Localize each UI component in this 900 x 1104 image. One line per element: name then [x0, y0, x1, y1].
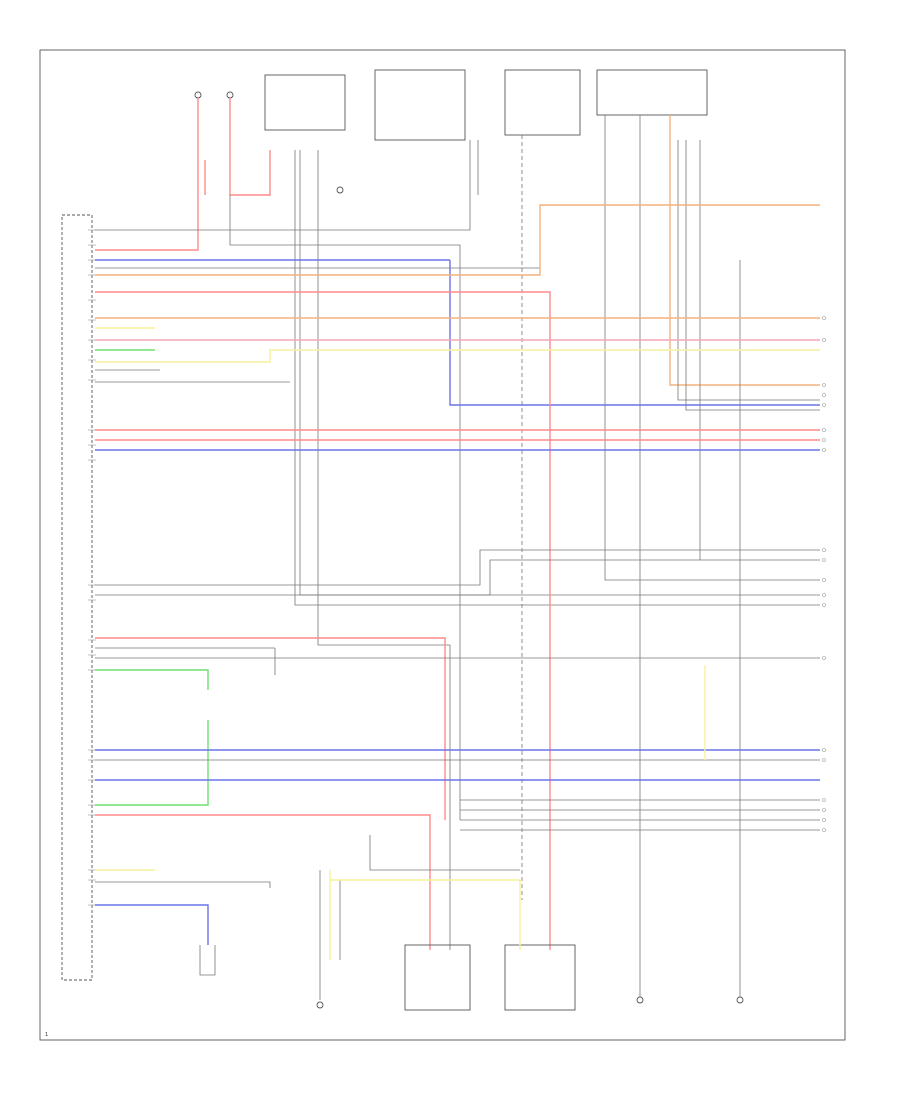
- ecm-pin-ticks: [88, 229, 96, 906]
- ground-junction: [336, 186, 344, 194]
- footer-code: 1: [45, 1032, 48, 1038]
- relay-box-1: [264, 74, 346, 131]
- wire-orange-1: [95, 204, 820, 276]
- wire-blue-4: [95, 904, 209, 945]
- horizontal-wires: [95, 204, 820, 950]
- fuse-box-top: [504, 69, 581, 136]
- diagram-frame: [39, 49, 846, 1041]
- wire-red-2: [229, 98, 271, 196]
- ground-g1: [316, 1001, 324, 1009]
- wire-red-5: [95, 814, 431, 950]
- wire-gray-1: [229, 195, 461, 820]
- fuse-2: [226, 91, 234, 99]
- ignition-switch-box: [374, 69, 466, 141]
- ecm-connector-block: [61, 214, 93, 981]
- right-terminals: [822, 316, 826, 832]
- vertical-wires-top: [95, 98, 820, 950]
- ignition-coil-1: [404, 944, 471, 1011]
- wire-red-3: [95, 291, 551, 950]
- main-relay-box: [596, 69, 708, 116]
- wire-red-1: [95, 98, 199, 251]
- wire-gray-2: [294, 150, 820, 606]
- wire-yellow-1: [95, 349, 820, 363]
- wire-green-1: [95, 669, 209, 690]
- fuse-1: [194, 91, 202, 99]
- ignition-coil-2: [504, 944, 576, 1011]
- wire-orange-right: [669, 115, 820, 386]
- top-components: [194, 69, 708, 194]
- ground-g3: [736, 996, 744, 1004]
- ground-g2: [636, 996, 644, 1004]
- bottom-components: [199, 835, 744, 1011]
